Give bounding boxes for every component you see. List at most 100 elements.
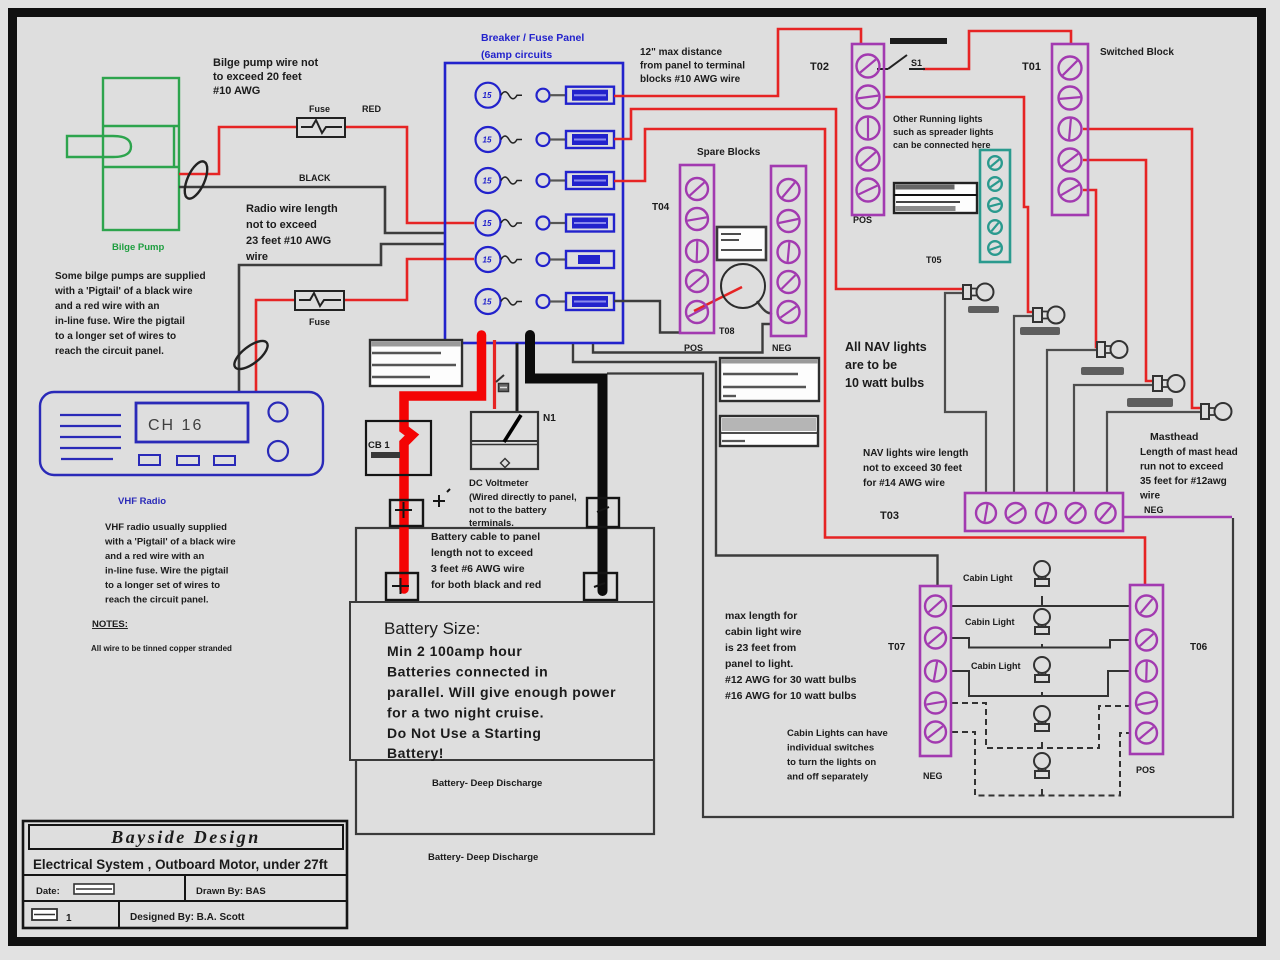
svg-text:Some bilge pumps are supplied: Some bilge pumps are supplied <box>55 271 206 282</box>
svg-text:with a 'Pigtail' of a black wi: with a 'Pigtail' of a black wire <box>54 286 193 297</box>
svg-text:Batteries connected in: Batteries connected in <box>387 664 548 680</box>
svg-text:BLACK: BLACK <box>299 173 331 183</box>
svg-text:blocks #10 AWG wire: blocks #10 AWG wire <box>640 74 741 85</box>
svg-text:T04: T04 <box>652 202 670 213</box>
svg-text:Switched Block: Switched Block <box>1100 47 1174 58</box>
svg-text:23 feet #10 AWG: 23 feet #10 AWG <box>246 235 331 247</box>
svg-text:are to be: are to be <box>845 358 897 372</box>
svg-text:CB 1: CB 1 <box>368 440 390 451</box>
svg-text:15: 15 <box>483 298 492 307</box>
svg-text:#12 AWG for 30 watt bulbs: #12 AWG for 30 watt bulbs <box>725 674 857 686</box>
svg-text:12" max distance: 12" max distance <box>640 47 722 58</box>
svg-text:wire: wire <box>245 251 268 263</box>
svg-text:CH 16: CH 16 <box>148 417 203 434</box>
svg-text:VHF Radio: VHF Radio <box>118 496 166 507</box>
svg-text:wire: wire <box>1139 491 1160 502</box>
svg-text:#16 AWG for 10 watt bulbs: #16 AWG for 10 watt bulbs <box>725 690 857 702</box>
svg-text:Battery- Deep Discharge: Battery- Deep Discharge <box>432 778 542 789</box>
svg-text:Electrical System , Outboard M: Electrical System , Outboard Motor, unde… <box>33 857 328 872</box>
svg-text:T05: T05 <box>926 255 942 265</box>
svg-text:3 feet #6 AWG wire: 3 feet #6 AWG wire <box>431 563 525 575</box>
svg-text:panel to light.: panel to light. <box>725 658 793 670</box>
svg-text:individual switches: individual switches <box>787 743 874 754</box>
svg-text:can be connected here: can be connected here <box>893 140 991 150</box>
svg-text:cabin light wire: cabin light wire <box>725 626 802 638</box>
svg-text:and off separately: and off separately <box>787 772 869 783</box>
svg-text:Cabin Light: Cabin Light <box>965 617 1015 627</box>
svg-text:to a longer set of wires to: to a longer set of wires to <box>55 331 176 342</box>
svg-text:in-line fuse. Wire the pigtail: in-line fuse. Wire the pigtail <box>105 566 228 577</box>
svg-text:POS: POS <box>684 343 703 353</box>
svg-text:Cabin Light: Cabin Light <box>971 661 1021 671</box>
svg-text:Spare Blocks: Spare Blocks <box>697 147 761 158</box>
svg-text:Do Not Use a Starting: Do Not Use a Starting <box>387 725 541 741</box>
svg-text:Radio wire length: Radio wire length <box>246 203 338 215</box>
svg-text:10 watt bulbs: 10 watt bulbs <box>845 376 924 390</box>
svg-text:parallel. Will give enough pow: parallel. Will give enough power <box>387 684 616 700</box>
svg-text:POS: POS <box>1136 765 1155 775</box>
svg-text:35 feet for #12awg: 35 feet for #12awg <box>1140 476 1227 487</box>
svg-text:N1: N1 <box>543 413 556 424</box>
svg-text:not to exceed 30 feet: not to exceed 30 feet <box>863 463 963 474</box>
svg-text:in-line fuse. Wire the pigtail: in-line fuse. Wire the pigtail <box>55 316 185 327</box>
svg-text:for #14 AWG wire: for #14 AWG wire <box>863 478 945 489</box>
svg-text:Masthead: Masthead <box>1150 431 1198 443</box>
svg-text:with a 'Pigtail' of a black wi: with a 'Pigtail' of a black wire <box>104 537 236 548</box>
svg-text:Other Running lights: Other Running lights <box>893 114 983 124</box>
svg-text:NEG: NEG <box>1144 505 1164 515</box>
svg-text:T08: T08 <box>719 326 735 336</box>
svg-text:Fuse: Fuse <box>309 317 330 327</box>
svg-text:NEG: NEG <box>772 343 792 353</box>
svg-text:Bilge pump wire not: Bilge pump wire not <box>213 57 318 69</box>
svg-text:Breaker / Fuse Panel: Breaker / Fuse Panel <box>481 32 584 44</box>
svg-text:Battery!: Battery! <box>387 745 444 761</box>
svg-text:for a two night cruise.: for a two night cruise. <box>387 705 544 721</box>
svg-text:Cabin Light: Cabin Light <box>963 573 1013 583</box>
svg-text:15: 15 <box>483 219 492 228</box>
svg-text:length not to exceed: length not to exceed <box>431 547 533 559</box>
svg-text:T06: T06 <box>1190 642 1208 653</box>
svg-text:NAV lights wire length: NAV lights wire length <box>863 448 968 459</box>
svg-text:T01: T01 <box>1022 61 1041 73</box>
svg-text:such as spreader lights: such as spreader lights <box>893 127 994 137</box>
svg-text:T07: T07 <box>888 642 906 653</box>
svg-text:Designed By: B.A. Scott: Designed By: B.A. Scott <box>130 912 245 923</box>
svg-text:(6amp circuits: (6amp circuits <box>481 49 552 61</box>
svg-text:Drawn By: BAS: Drawn By: BAS <box>196 886 266 897</box>
svg-text:not to the battery: not to the battery <box>469 505 547 516</box>
svg-text:not to exceed: not to exceed <box>246 219 317 231</box>
svg-text:NOTES:: NOTES: <box>92 619 128 630</box>
svg-text:15: 15 <box>483 91 492 100</box>
svg-text:#10 AWG: #10 AWG <box>213 85 260 97</box>
svg-text:S1: S1 <box>911 58 922 68</box>
svg-text:Length of mast head: Length of mast head <box>1140 447 1238 458</box>
svg-text:max length for: max length for <box>725 610 797 622</box>
svg-text:1: 1 <box>66 913 72 924</box>
svg-text:15: 15 <box>483 136 492 145</box>
svg-text:Min 2 100amp hour: Min 2 100amp hour <box>387 643 522 659</box>
svg-text:terminals.: terminals. <box>469 518 514 529</box>
svg-text:to exceed 20 feet: to exceed 20 feet <box>213 71 302 83</box>
svg-text:to turn the lights on: to turn the lights on <box>787 757 876 768</box>
svg-text:(Wired directly to panel,: (Wired directly to panel, <box>469 492 577 503</box>
svg-text:Battery cable to panel: Battery cable to panel <box>431 531 540 543</box>
svg-text:Bilge Pump: Bilge Pump <box>112 242 164 253</box>
svg-text:15: 15 <box>483 177 492 186</box>
svg-text:All wire to be tinned copper s: All wire to be tinned copper stranded <box>91 644 232 653</box>
svg-text:DC Voltmeter: DC Voltmeter <box>469 478 529 489</box>
svg-text:RED: RED <box>362 104 382 114</box>
svg-text:T03: T03 <box>880 510 899 522</box>
svg-text:VHF radio usually supplied: VHF radio usually supplied <box>105 522 227 533</box>
svg-text:Battery- Deep Discharge: Battery- Deep Discharge <box>428 852 538 863</box>
svg-text:Bayside Design: Bayside Design <box>110 827 261 847</box>
svg-text:is 23 feet from: is 23 feet from <box>725 642 796 654</box>
svg-text:All NAV lights: All NAV lights <box>845 340 927 354</box>
svg-text:Fuse: Fuse <box>309 104 330 114</box>
svg-text:T02: T02 <box>810 61 829 73</box>
svg-text:Cabin Lights can have: Cabin Lights can have <box>787 728 888 739</box>
svg-text:NEG: NEG <box>923 771 943 781</box>
svg-text:Date:: Date: <box>36 886 60 897</box>
svg-text:to a longer set of wires to: to a longer set of wires to <box>105 580 220 591</box>
svg-text:reach the circuit panel.: reach the circuit panel. <box>55 346 164 357</box>
svg-text:from panel to terminal: from panel to terminal <box>640 61 745 72</box>
